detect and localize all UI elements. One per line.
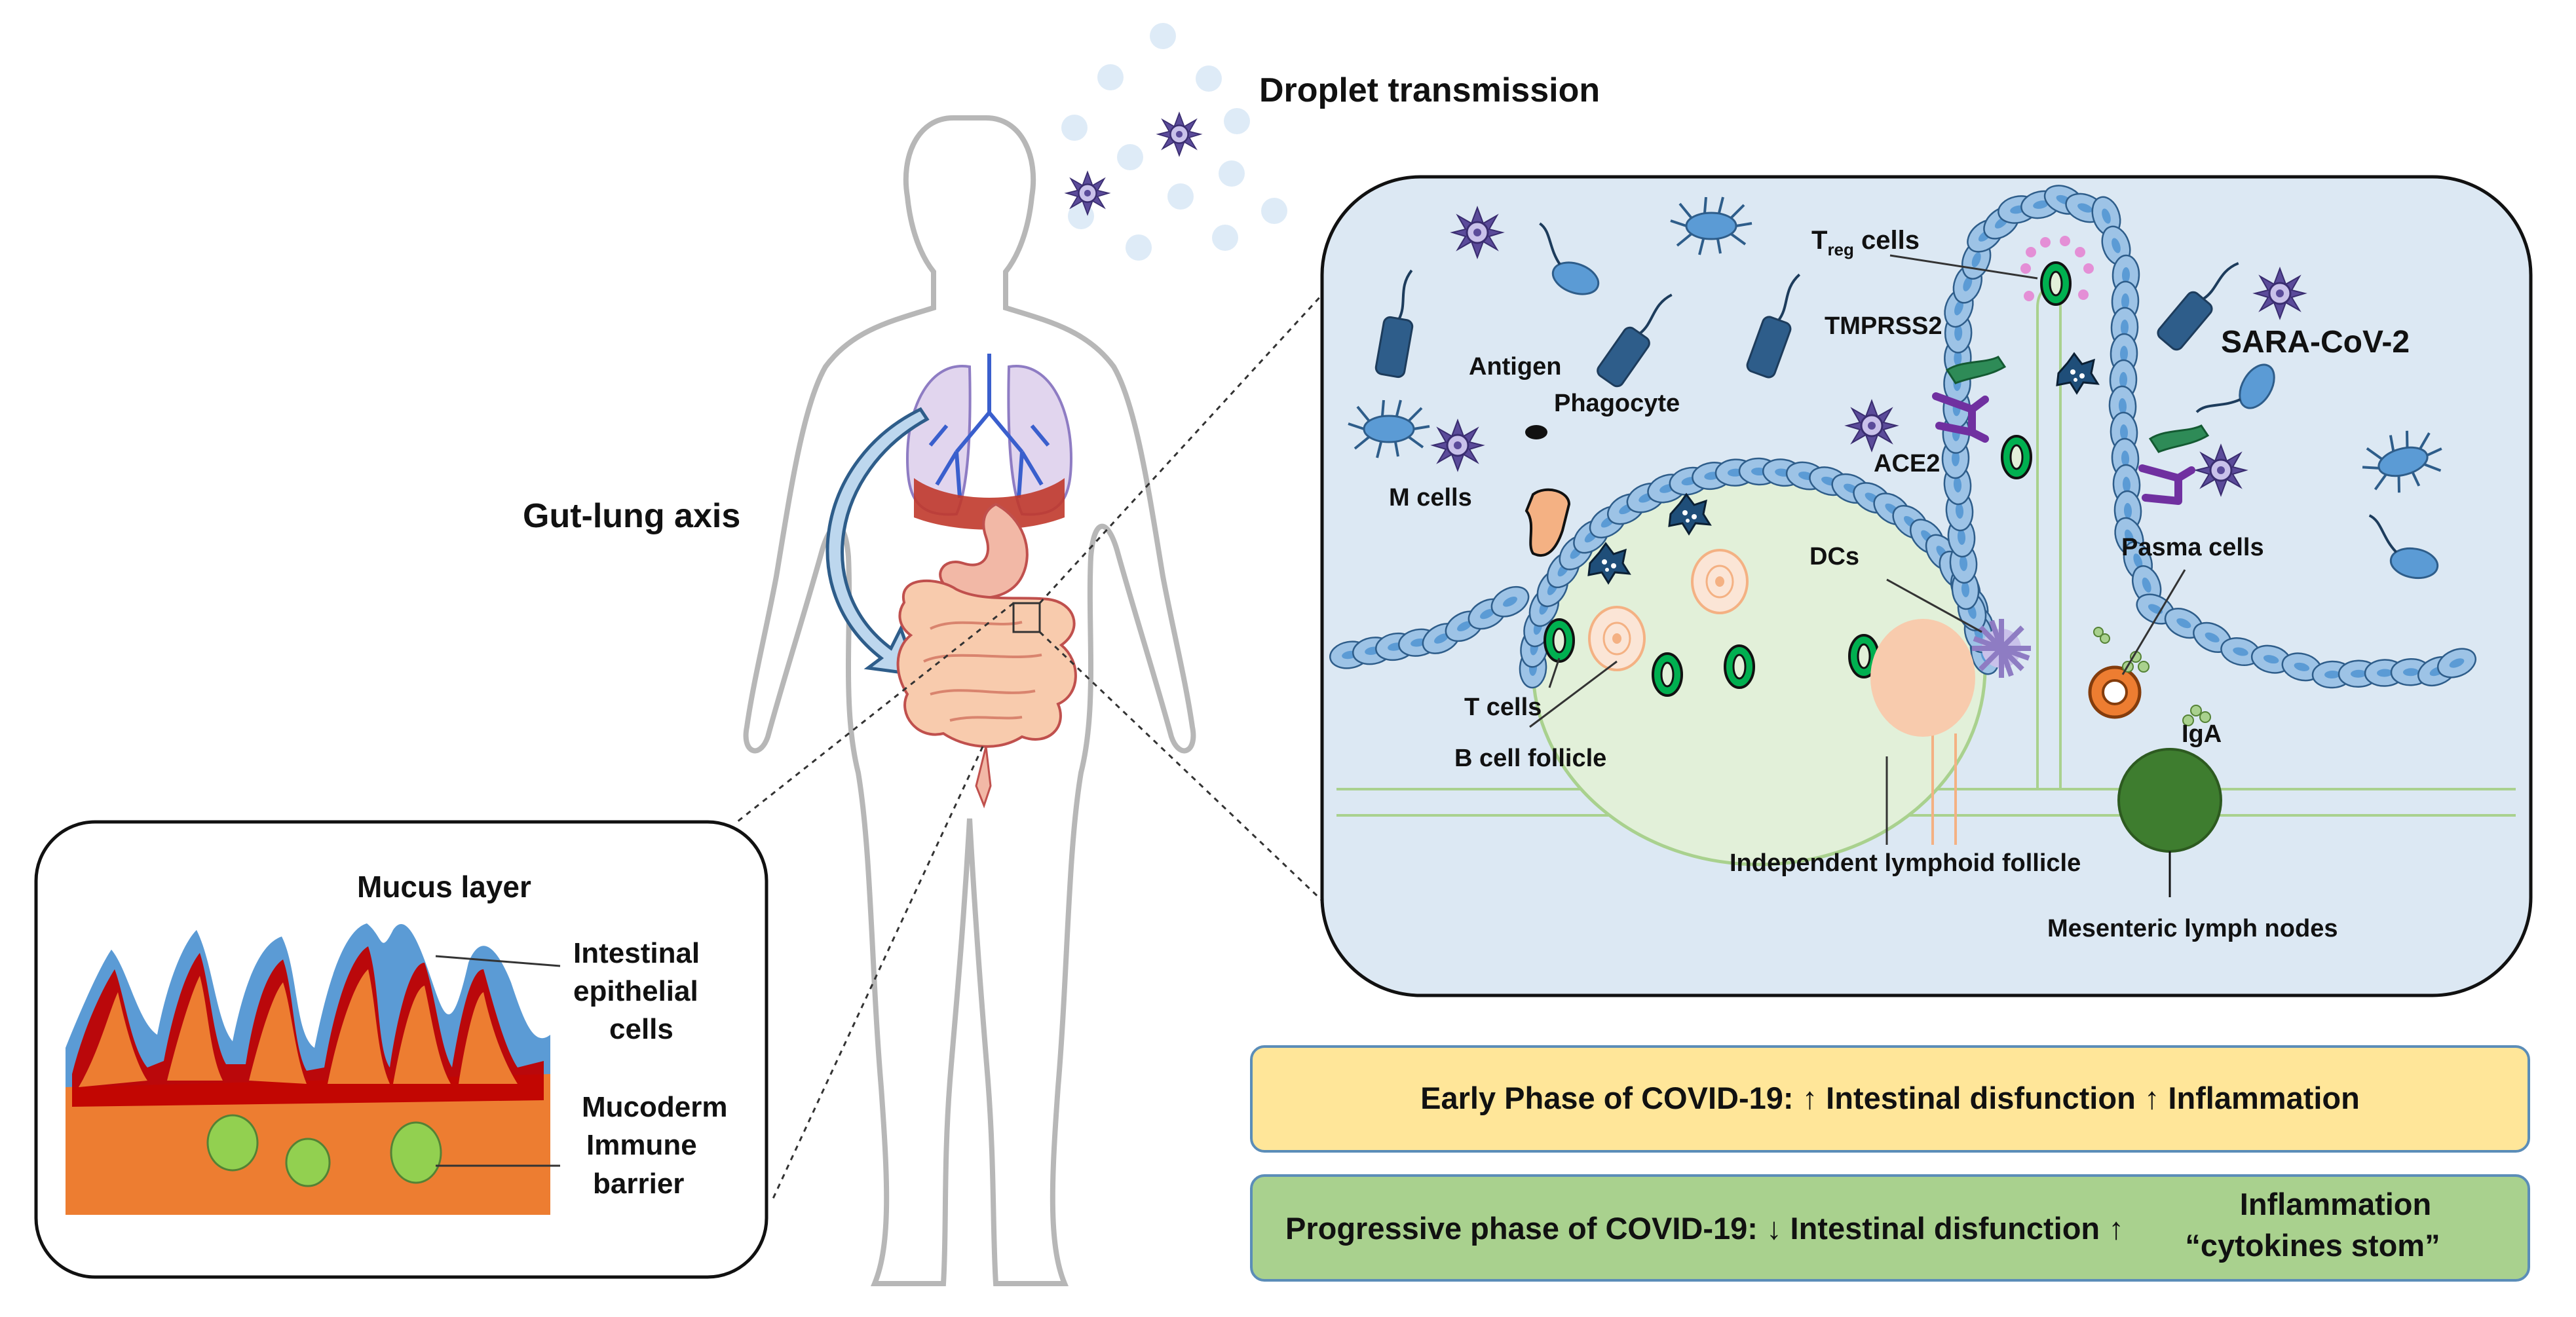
mesenteric-lymph-nodes-label: Mesenteric lymph nodes bbox=[2047, 915, 2338, 942]
droplet-icon bbox=[1219, 160, 1245, 187]
droplet-icon bbox=[1224, 108, 1250, 134]
mucus-layer-label: Mucus layer bbox=[357, 870, 531, 904]
plasma-cell-icon bbox=[2088, 665, 2142, 719]
t-cell-icon bbox=[1544, 618, 1575, 663]
b-cell-follicle-label: B cell follicle bbox=[1454, 745, 1606, 772]
b-cell-icon bbox=[1588, 606, 1646, 671]
dcs-label: DCs bbox=[1809, 543, 1859, 570]
gut-lung-axis-arrow bbox=[825, 407, 930, 677]
droplet-icon bbox=[1196, 65, 1222, 92]
stomach-icon bbox=[939, 502, 1029, 600]
m-cells-label: M cells bbox=[1389, 484, 1472, 511]
treg-cell-icon bbox=[2040, 261, 2072, 306]
droplet-icon bbox=[1167, 183, 1194, 210]
independent-lymphoid-follicle-label: Independent lymphoid follicle bbox=[1730, 849, 2081, 877]
intestinal-layers-illustration bbox=[66, 923, 561, 1215]
droplet-icon bbox=[1061, 115, 1088, 141]
immune-label: Immune bbox=[586, 1129, 697, 1161]
progressive-inflammation-text: Inflammation bbox=[2240, 1187, 2431, 1221]
leader-lines bbox=[1529, 254, 2186, 845]
lymph-node-icon bbox=[2117, 748, 2222, 853]
ace2-label: ACE2 bbox=[1874, 450, 1940, 477]
t-cell-icon bbox=[1652, 652, 1683, 697]
pasma-cells-label: Pasma cells bbox=[2121, 534, 2264, 561]
droplet-transmission-label: Droplet transmission bbox=[1259, 71, 1600, 109]
dendritic-cell-icon bbox=[1972, 619, 2031, 678]
m-cell-icon bbox=[1525, 488, 1571, 557]
progressive-phase-box bbox=[1250, 1174, 2530, 1282]
droplet-icon bbox=[1126, 234, 1152, 261]
t-cell-icon bbox=[2001, 435, 2032, 479]
t-cells-label: T cells bbox=[1464, 694, 1542, 721]
independent-lymphoid-follicle bbox=[1870, 619, 1975, 845]
droplet-icon bbox=[1117, 144, 1143, 170]
immune-cell bbox=[206, 1114, 259, 1172]
virus-icon bbox=[1157, 112, 1202, 157]
ace2-receptor-icon bbox=[1932, 392, 2195, 505]
droplet-icon bbox=[1212, 225, 1238, 251]
tmprss2-label: TMPRSS2 bbox=[1825, 312, 1942, 340]
intestinal-epithelial-label-3: cells bbox=[609, 1013, 673, 1045]
early-phase-box bbox=[1250, 1045, 2530, 1153]
immune-cell bbox=[285, 1138, 331, 1187]
sara-cov-2-label: SARA-CoV-2 bbox=[2221, 325, 2410, 360]
phagocyte-label: Phagocyte bbox=[1554, 390, 1680, 417]
intestinal-epithelial-label-1: Intestinal bbox=[573, 937, 700, 969]
mucoderm-label: Mucoderm bbox=[582, 1091, 727, 1123]
lumen-microbes bbox=[1347, 196, 2452, 583]
tmprss2-icon bbox=[1945, 356, 2210, 453]
immune-cell bbox=[390, 1121, 442, 1184]
barrier-label: barrier bbox=[593, 1168, 684, 1200]
antigen-icon bbox=[1525, 425, 1547, 439]
progressive-phase-text: Progressive phase of COVID-19: ↓ Intesti… bbox=[1285, 1211, 2124, 1246]
gut-lung-axis-label: Gut-lung axis bbox=[523, 497, 740, 535]
droplet-icon bbox=[1097, 64, 1124, 90]
iga-label: IgA bbox=[2182, 720, 2222, 748]
early-phase-text: Early Phase of COVID-19: ↑ Intestinal di… bbox=[1420, 1081, 2360, 1115]
intestine-icon bbox=[896, 579, 1077, 809]
droplet-icon bbox=[1150, 23, 1176, 49]
progressive-cytokines-text: “cytokines stom” bbox=[2185, 1228, 2440, 1263]
lungs-icon bbox=[905, 354, 1073, 530]
droplet-cloud bbox=[1061, 23, 1287, 261]
zoom-lines bbox=[736, 293, 1323, 1199]
treg-label: Treg cells bbox=[1811, 226, 1920, 259]
b-cell-icon bbox=[1691, 549, 1749, 614]
antigen-label: Antigen bbox=[1469, 353, 1561, 380]
t-cell-icon bbox=[1724, 644, 1755, 689]
droplet-icon bbox=[1261, 198, 1287, 224]
treg-cytokines bbox=[2020, 236, 2094, 301]
intestinal-epithelial-label-2: epithelial bbox=[573, 975, 698, 1007]
